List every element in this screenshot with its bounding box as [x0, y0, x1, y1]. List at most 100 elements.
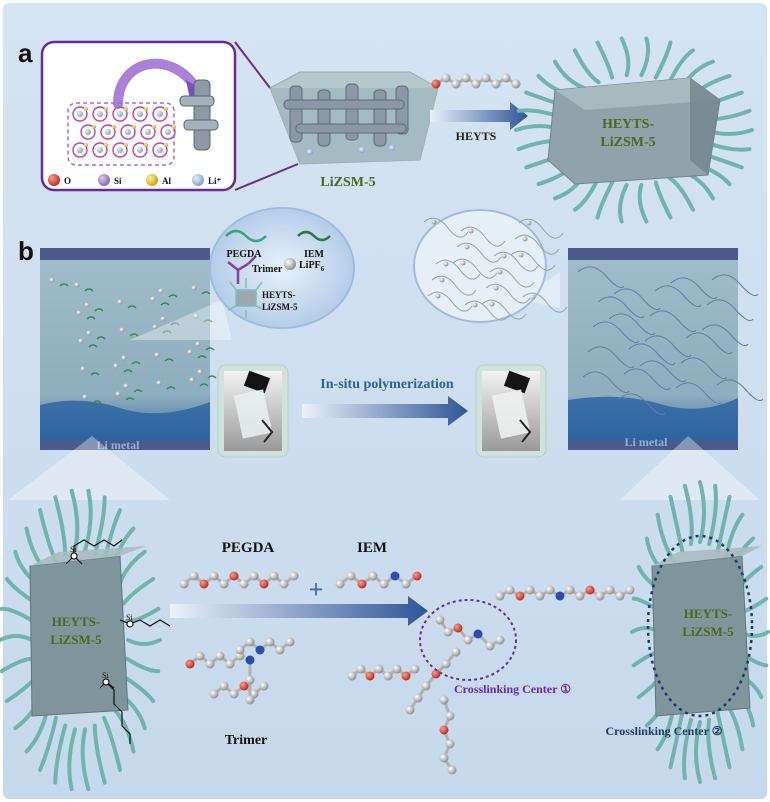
polymer-strand — [518, 218, 564, 239]
lipf6-particle — [195, 341, 201, 347]
legend-swatch-3 — [192, 174, 204, 186]
polymer-strand — [493, 251, 539, 272]
heyts-ligand-chain — [0, 634, 34, 642]
lipf6-particle — [443, 261, 449, 267]
pegda-atom — [289, 571, 299, 581]
polymer-strand — [592, 321, 640, 344]
polymer-strand — [675, 382, 723, 405]
polymer-strand — [582, 371, 630, 394]
lipf6-particle — [526, 220, 532, 226]
monomer-chain — [133, 389, 143, 393]
framework-ring — [132, 142, 148, 158]
monomer-chain — [59, 283, 69, 287]
heyts-ligand-chain — [92, 495, 107, 557]
network-atom — [605, 585, 615, 595]
heyts-molecule — [431, 73, 521, 89]
lipf6-particle — [191, 285, 197, 291]
lipf6-particle — [197, 369, 203, 375]
heyts-ligand-chain — [53, 495, 68, 557]
heyts-ligand-chain — [617, 182, 629, 224]
al-atom — [172, 125, 176, 129]
lipf6-particle — [501, 253, 507, 259]
trimer-atom — [195, 651, 205, 661]
li-ion-atom — [117, 111, 123, 117]
heyts-atom — [461, 73, 471, 83]
pegda-molecule — [179, 571, 299, 589]
polymer-strand — [587, 346, 635, 369]
heyts-arrow-label: HEYTS — [456, 129, 497, 143]
iem-wave-icon — [297, 230, 331, 242]
network-atom — [575, 591, 585, 601]
polymer-strand — [510, 250, 556, 271]
network-atom — [453, 623, 463, 633]
heyts-atom — [441, 73, 451, 83]
legend-label-1: Si — [114, 176, 122, 186]
lipf6-particle — [522, 236, 528, 242]
network-atom — [535, 591, 545, 601]
polymer-strand — [649, 310, 697, 333]
heyts-ligand-chain — [0, 606, 36, 624]
trimer-atom — [275, 645, 285, 655]
pegda-atom — [249, 571, 259, 581]
al-atom — [164, 107, 168, 111]
left-filler-line1: HEYTS- — [52, 614, 100, 629]
heyts-ligand-chain — [83, 488, 93, 553]
legend-label-0: O — [64, 176, 71, 186]
network-atom — [515, 591, 525, 601]
polymer-strand — [456, 242, 502, 263]
lipf6-particle — [158, 288, 164, 294]
si-label-1: Si — [70, 545, 77, 554]
framework-ring — [72, 106, 88, 122]
trimer-atom — [229, 689, 239, 699]
pegda-atom — [269, 571, 279, 581]
network-atom — [365, 671, 375, 681]
al-atom — [124, 143, 128, 147]
heyts-ligand-chain — [80, 727, 91, 792]
monomer-chain — [168, 294, 178, 298]
monomer-chain — [162, 330, 172, 334]
heyts-ligand-chain — [124, 656, 161, 674]
monomer-chain — [96, 336, 106, 340]
heyts-ligand-chain — [121, 576, 156, 606]
lipf6-particle — [468, 228, 474, 234]
heyts-ligand-chain — [715, 494, 732, 553]
al-atom — [104, 143, 108, 147]
vial-photo-after — [475, 364, 547, 458]
polymer-strand — [608, 313, 656, 336]
crosslinking-center-1-label: Crosslinking Center ① — [454, 682, 571, 696]
lipf6-particle — [150, 296, 156, 302]
pegda-atom — [199, 579, 209, 589]
li-ion-atom — [105, 129, 111, 135]
legend-label-2: Al — [162, 176, 171, 186]
monomer-chain — [88, 344, 98, 348]
channel-pillar-icon — [179, 79, 219, 151]
monomer-chain — [125, 397, 135, 401]
al-atom — [132, 125, 136, 129]
bubble-filler-line1: HEYTS- — [262, 290, 296, 300]
network-atom — [439, 725, 449, 735]
monomer-chain — [170, 322, 180, 326]
al-atom — [124, 107, 128, 111]
pegda-atom — [279, 579, 289, 589]
network-atom — [473, 629, 483, 639]
trimer-atom — [245, 637, 255, 647]
li-ion-atom — [77, 111, 83, 117]
crosslinked-polymer — [347, 585, 635, 775]
li-ion-atom — [125, 129, 131, 135]
trimer-icon — [227, 255, 257, 284]
li-ion-atom — [165, 129, 171, 135]
network-atom — [441, 659, 451, 669]
lipf6-particle — [86, 330, 92, 336]
framework-ring — [120, 124, 136, 140]
monomer-chain — [207, 375, 217, 379]
iem-atom — [412, 571, 422, 581]
network-atom — [505, 585, 515, 595]
trimer-molecule — [185, 637, 295, 705]
crosslinking-center-1-ring — [419, 599, 517, 681]
lipf6-particle — [431, 219, 437, 225]
polymer-strand — [613, 288, 661, 311]
monomer-chain — [92, 400, 102, 404]
heyts-ligand-chain — [682, 717, 693, 781]
polymer-strand — [481, 299, 527, 320]
framework-ring — [72, 142, 88, 158]
